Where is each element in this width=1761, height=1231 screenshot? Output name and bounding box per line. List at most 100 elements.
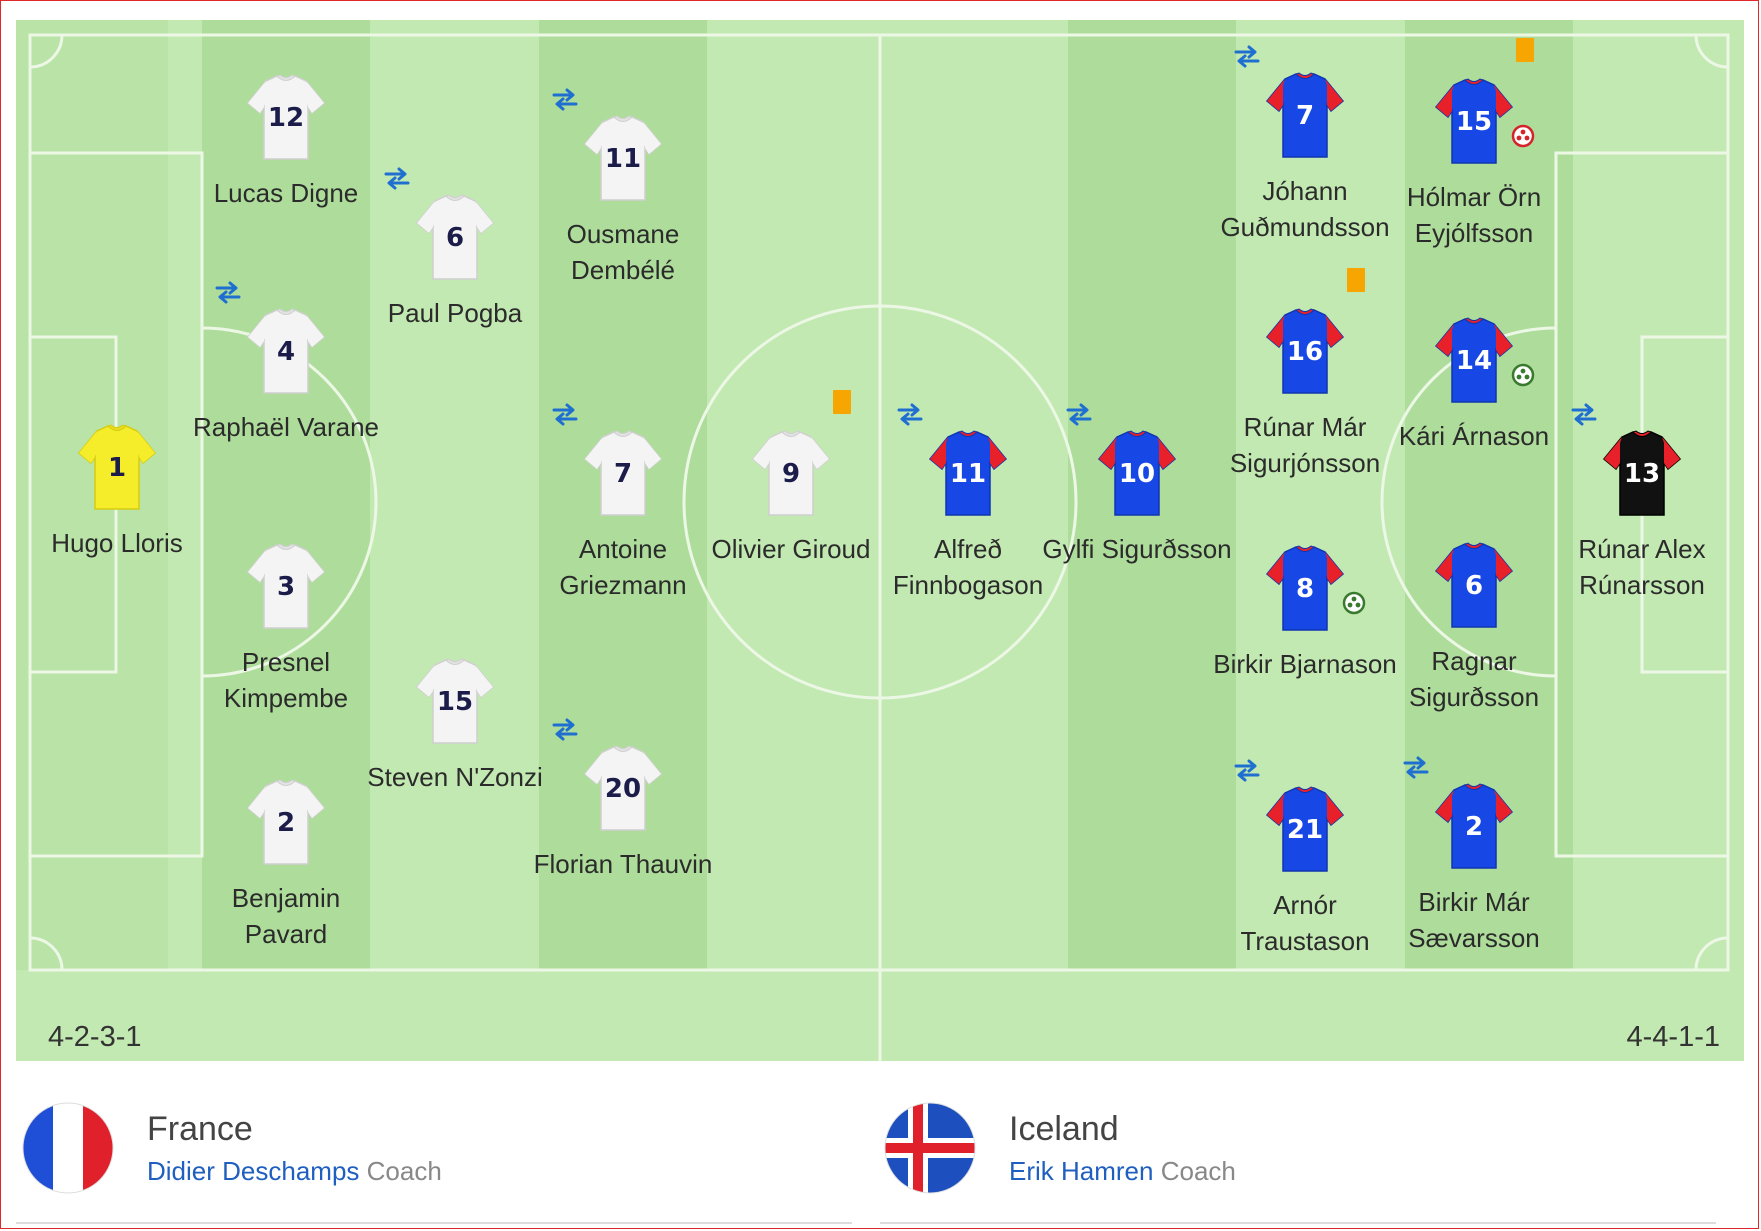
- shirt-icon: 16: [1265, 307, 1345, 397]
- player-name: Olivier Giroud: [711, 534, 871, 564]
- shirt-number: 7: [613, 459, 633, 489]
- shirt-number: 2: [1464, 812, 1484, 842]
- away-team-block: Iceland Erik Hamren Coach: [884, 1100, 1704, 1200]
- player-name: Lucas Digne: [213, 178, 359, 208]
- shirt-icon: 7: [583, 429, 663, 519]
- player-name: Kári Árnason: [1398, 421, 1550, 451]
- player-name: Antoine Griezmann: [559, 534, 687, 600]
- shirt-number: 6: [1464, 571, 1484, 601]
- shirt-icon: 4: [246, 307, 326, 397]
- home-coach-link[interactable]: Didier Deschamps: [147, 1156, 360, 1186]
- player-name: Rúnar Már Sigurjónsson: [1229, 412, 1381, 478]
- player-name: Benjamin Pavard: [231, 883, 341, 949]
- shirt-number: 20: [604, 774, 642, 804]
- shirt-icon: 8: [1265, 544, 1345, 634]
- shirt-number: 3: [276, 572, 296, 602]
- player-name: Hugo Lloris: [51, 528, 183, 558]
- pitch-markings: [16, 20, 1744, 1061]
- player-name: Raphaël Varane: [193, 412, 379, 442]
- shirt-number: 4: [276, 337, 296, 367]
- shirt-number: 16: [1286, 337, 1324, 367]
- shirt-number: 8: [1295, 574, 1315, 604]
- shirt-number: 6: [445, 223, 465, 253]
- player-name: Rúnar Alex Rúnarsson: [1578, 534, 1706, 600]
- player-name: Paul Pogba: [387, 298, 523, 328]
- away-coach-label: Coach: [1160, 1156, 1236, 1186]
- shirt-icon: 1: [77, 423, 157, 513]
- shirt-number: 11: [949, 459, 987, 489]
- away-coach: Erik Hamren Coach: [1009, 1156, 1236, 1187]
- home-divider: [16, 1222, 852, 1224]
- player-name: Birkir Bjarnason: [1213, 649, 1397, 679]
- player-name: Gylfi Sigurðsson: [1042, 534, 1232, 564]
- shirt-number: 9: [781, 459, 801, 489]
- player-name: Steven N'Zonzi: [367, 762, 543, 792]
- shirt-number: 11: [604, 144, 642, 174]
- home-team-block: France Didier Deschamps Coach: [22, 1100, 842, 1200]
- player-name: Ousmane Dembélé: [566, 219, 680, 285]
- player-name: Ragnar Sigurðsson: [1408, 646, 1540, 712]
- shirt-number: 2: [276, 808, 296, 838]
- shirt-number: 13: [1623, 459, 1661, 489]
- player-name: Hólmar Örn Eyjólfsson: [1406, 182, 1542, 248]
- shirt-number: 14: [1455, 346, 1493, 376]
- player-name: Jóhann Guðmundsson: [1220, 176, 1390, 242]
- shirt-icon: 9: [751, 429, 831, 519]
- shirt-icon: 15: [415, 657, 495, 747]
- shirt-icon: 11: [928, 429, 1008, 519]
- shirt-icon: 6: [415, 193, 495, 283]
- away-team-name[interactable]: Iceland: [1009, 1110, 1119, 1148]
- shirt-icon: 21: [1265, 785, 1345, 875]
- home-coach-label: Coach: [366, 1156, 442, 1186]
- player-name: Arnór Traustason: [1240, 890, 1370, 956]
- shirt-icon: 7: [1265, 71, 1345, 161]
- player-name: Birkir Már Sævarsson: [1408, 887, 1540, 953]
- away-divider: [880, 1222, 1716, 1224]
- shirt-icon: 13: [1602, 429, 1682, 519]
- iceland-flag-icon: [884, 1102, 976, 1194]
- shirt-number: 12: [267, 103, 305, 133]
- player-name: Alfreð Finnbogason: [892, 534, 1044, 600]
- shirt-icon: 2: [246, 778, 326, 868]
- home-coach: Didier Deschamps Coach: [147, 1156, 442, 1187]
- shirt-icon: 10: [1097, 429, 1177, 519]
- shirt-icon: 20: [583, 744, 663, 834]
- home-team-name[interactable]: France: [147, 1110, 253, 1148]
- player-name: Florian Thauvin: [533, 849, 713, 879]
- shirt-number: 7: [1295, 101, 1315, 131]
- home-formation: 4-2-3-1: [48, 1021, 142, 1053]
- france-flag-icon: [22, 1102, 114, 1194]
- shirt-icon: 2: [1434, 782, 1514, 872]
- away-formation: 4-4-1-1: [1626, 1021, 1721, 1053]
- shirt-icon: 15: [1434, 77, 1514, 167]
- shirt-icon: 6: [1434, 541, 1514, 631]
- shirt-number: 1: [107, 453, 127, 483]
- shirt-icon: 11: [583, 114, 663, 204]
- shirt-number: 15: [436, 687, 474, 717]
- away-coach-link[interactable]: Erik Hamren: [1009, 1156, 1154, 1186]
- shirt-number: 21: [1286, 815, 1324, 845]
